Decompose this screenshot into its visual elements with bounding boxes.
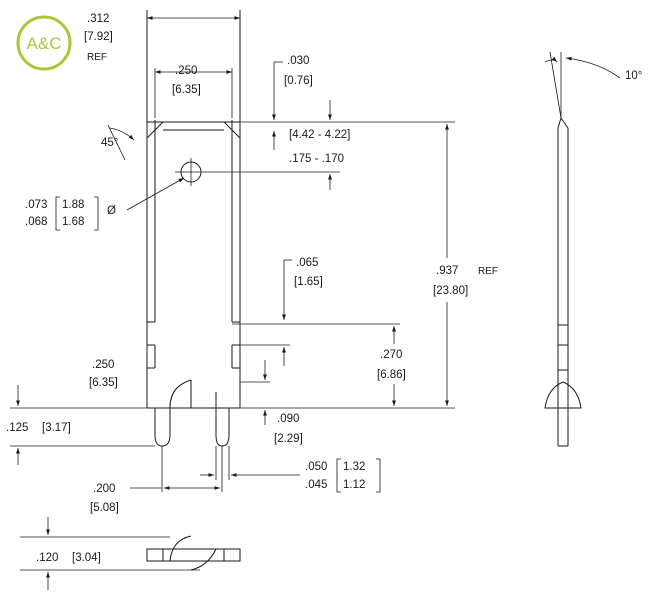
svg-text:REF: REF xyxy=(87,52,107,63)
svg-text:Ø: Ø xyxy=(107,205,116,217)
svg-text:[6.35]: [6.35] xyxy=(172,84,201,96)
dim-overall-width: .312 [7.92] REF xyxy=(84,13,240,63)
logo-text: A&C xyxy=(27,34,62,53)
svg-text:[3.04]: [3.04] xyxy=(72,552,101,564)
svg-text:.120: .120 xyxy=(36,552,58,564)
svg-text:1.68: 1.68 xyxy=(62,216,84,228)
svg-text:10°: 10° xyxy=(625,70,642,82)
dim-thickness: .030 [0.76] xyxy=(272,55,313,150)
dim-hole-diameter: Ø .073 .068 1.88 1.68 xyxy=(25,177,185,231)
svg-text:.090: .090 xyxy=(277,413,299,425)
svg-text:[3.17]: [3.17] xyxy=(42,422,71,434)
dim-chamfer-angle: 45° xyxy=(101,124,135,161)
svg-text:.200: .200 xyxy=(93,483,115,495)
svg-text:.175 - .170: .175 - .170 xyxy=(289,153,344,165)
svg-text:.937: .937 xyxy=(436,265,458,277)
dim-inner-width: .250 [6.35] xyxy=(154,65,233,118)
dim-leg-spacing: .200 [5.08] xyxy=(90,446,223,514)
svg-text:REF: REF xyxy=(478,266,498,277)
svg-text:.312: .312 xyxy=(87,13,109,25)
svg-text:[6.86]: [6.86] xyxy=(377,369,406,381)
svg-text:.270: .270 xyxy=(380,349,402,361)
svg-text:[7.92]: [7.92] xyxy=(84,31,113,43)
svg-text:[23.80]: [23.80] xyxy=(433,285,468,297)
svg-text:1.12: 1.12 xyxy=(343,479,365,491)
svg-text:.068: .068 xyxy=(25,216,47,228)
dim-base-offset: .090 [2.29] xyxy=(240,360,303,445)
svg-text:1.32: 1.32 xyxy=(343,461,365,473)
svg-text:[1.65]: [1.65] xyxy=(294,276,323,288)
dim-leg-width: .050 .045 1.32 1.12 xyxy=(200,446,381,493)
svg-text:45°: 45° xyxy=(101,137,118,149)
dim-notch-to-base: .270 [6.86] xyxy=(374,326,414,406)
dim-notch-width: .250 [6.35] xyxy=(89,359,118,389)
part-side-view: 10° xyxy=(544,51,642,447)
dim-tab-height: .125 [3.17] xyxy=(6,385,155,465)
svg-text:[4.42 - 4.22]: [4.42 - 4.22] xyxy=(289,129,350,141)
brand-logo: A&C xyxy=(16,15,72,71)
dim-hole-position: [4.42 - 4.22] .175 - .170 xyxy=(207,100,455,190)
svg-text:.250: .250 xyxy=(92,359,114,371)
svg-text:.125: .125 xyxy=(6,422,28,434)
svg-text:[0.76]: [0.76] xyxy=(284,75,313,87)
svg-text:.065: .065 xyxy=(296,257,318,269)
svg-text:[2.29]: [2.29] xyxy=(274,433,303,445)
svg-text:.073: .073 xyxy=(25,199,47,211)
part-bottom-view: .120 [3.04] xyxy=(20,517,241,590)
part-front-view xyxy=(146,10,241,447)
svg-text:.050: .050 xyxy=(305,461,327,473)
dim-overall-height: .937 REF [23.80] xyxy=(240,124,498,409)
svg-text:[5.08]: [5.08] xyxy=(90,502,119,514)
svg-text:1.88: 1.88 xyxy=(62,199,84,211)
svg-text:[6.35]: [6.35] xyxy=(89,377,118,389)
svg-text:.030: .030 xyxy=(287,55,309,67)
logo-ring xyxy=(16,15,72,71)
svg-text:.250: .250 xyxy=(175,65,197,77)
dim-notch-depth: .065 [1.65] xyxy=(232,257,400,366)
svg-text:.045: .045 xyxy=(305,479,327,491)
